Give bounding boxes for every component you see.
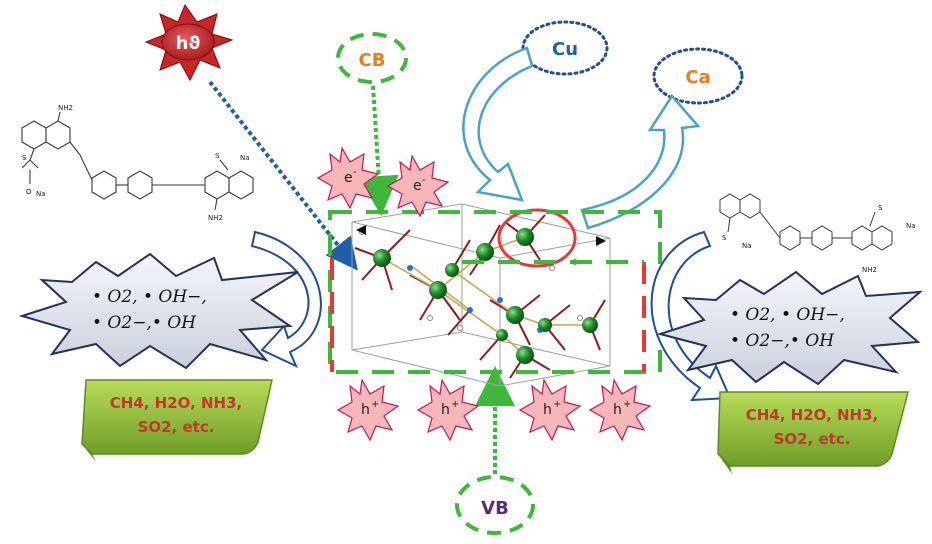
hole-star-3: h +	[518, 378, 582, 442]
products-banner-right: CH4, H2O, NH3, SO2, etc.	[717, 391, 909, 474]
cu-label: Cu	[552, 39, 578, 60]
radicals-right-line2: • O2−,• OH	[730, 331, 835, 351]
crystal-structure	[351, 203, 611, 387]
dye-molecule-right	[719, 193, 893, 251]
dye-left-labels: NH2 S O Na S Na NH2	[22, 104, 250, 222]
sun-label: hϑ	[176, 33, 201, 54]
svg-text:S: S	[878, 204, 883, 212]
radicals-burst-right: • O2, • OH−, • O2−,• OH	[656, 270, 923, 386]
svg-text:Na: Na	[240, 154, 250, 162]
svg-text:S: S	[722, 234, 727, 242]
ca-ion-marker: Ca	[652, 47, 744, 105]
electron-1-symbol: e	[344, 170, 353, 186]
cell-marker-left	[356, 225, 366, 235]
left-degradation-arrow	[250, 230, 322, 369]
hole-1-charge: +	[371, 399, 379, 410]
electron-2-charge: -	[422, 175, 426, 186]
cu-ion-marker: Cu	[521, 20, 609, 76]
radicals-right-line1: • O2, • OH−,	[730, 305, 845, 325]
electron-star-1: e -	[316, 146, 380, 210]
hole-star-4: h +	[588, 378, 652, 442]
svg-text:NH2: NH2	[58, 104, 73, 112]
small-atoms	[359, 229, 583, 333]
electron-2-symbol: e	[413, 178, 422, 194]
svg-text:S: S	[22, 154, 27, 162]
hole-4-charge: +	[623, 399, 631, 410]
products-left-line1: CH4, H2O, NH3,	[110, 394, 243, 412]
products-left-line2: SO2, etc.	[138, 418, 215, 436]
sun-core	[161, 23, 215, 61]
svg-text:NH2: NH2	[862, 266, 877, 274]
hole-star-2: h +	[416, 378, 480, 442]
hole-1-symbol: h	[361, 402, 370, 418]
radicals-left-line1: • O2, • OH−,	[92, 287, 207, 307]
electron-1-charge: -	[353, 167, 357, 178]
cb-label: CB	[359, 50, 386, 71]
radicals-left-line2: • O2−,• OH	[92, 313, 197, 333]
hole-star-1: h +	[336, 378, 400, 442]
cu-curved-arrow	[462, 46, 534, 202]
hole-2-symbol: h	[441, 402, 450, 418]
svg-text:O: O	[26, 188, 32, 196]
radicals-burst-left: • O2, • OH−, • O2−,• OH	[18, 252, 299, 370]
electron-star-2: e -	[386, 154, 450, 218]
metal-atoms	[373, 228, 598, 364]
bond-lines	[354, 214, 606, 379]
ca-label: Ca	[685, 67, 710, 88]
cb-arrow	[358, 85, 399, 216]
cell-marker-right	[596, 236, 606, 246]
svg-text:S: S	[215, 152, 220, 160]
dye-molecule-left	[21, 111, 254, 211]
valence-band-marker: VB	[455, 475, 535, 535]
svg-text:NH2: NH2	[208, 214, 223, 222]
products-right-line2: SO2, etc.	[774, 430, 851, 448]
vb-label: VB	[481, 498, 509, 519]
products-right-line1: CH4, H2O, NH3,	[746, 406, 879, 424]
hole-2-charge: +	[451, 399, 459, 410]
hole-4-symbol: h	[613, 402, 622, 418]
conduction-band-marker: CB	[336, 32, 408, 84]
light-ray-arrow	[208, 80, 358, 271]
ca-curved-arrow	[580, 93, 701, 230]
products-banner-left: CH4, H2O, NH3, SO2, etc.	[81, 379, 273, 462]
light-source-sun: hϑ	[144, 3, 234, 82]
dye-right-labels: S Na S Na NH2	[722, 204, 916, 274]
svg-text:Na: Na	[906, 222, 916, 230]
svg-text:Na: Na	[742, 242, 752, 250]
svg-text:Na: Na	[36, 190, 46, 198]
hole-3-symbol: h	[543, 402, 552, 418]
cu-site-highlight	[497, 208, 577, 268]
hole-3-charge: +	[553, 399, 561, 410]
